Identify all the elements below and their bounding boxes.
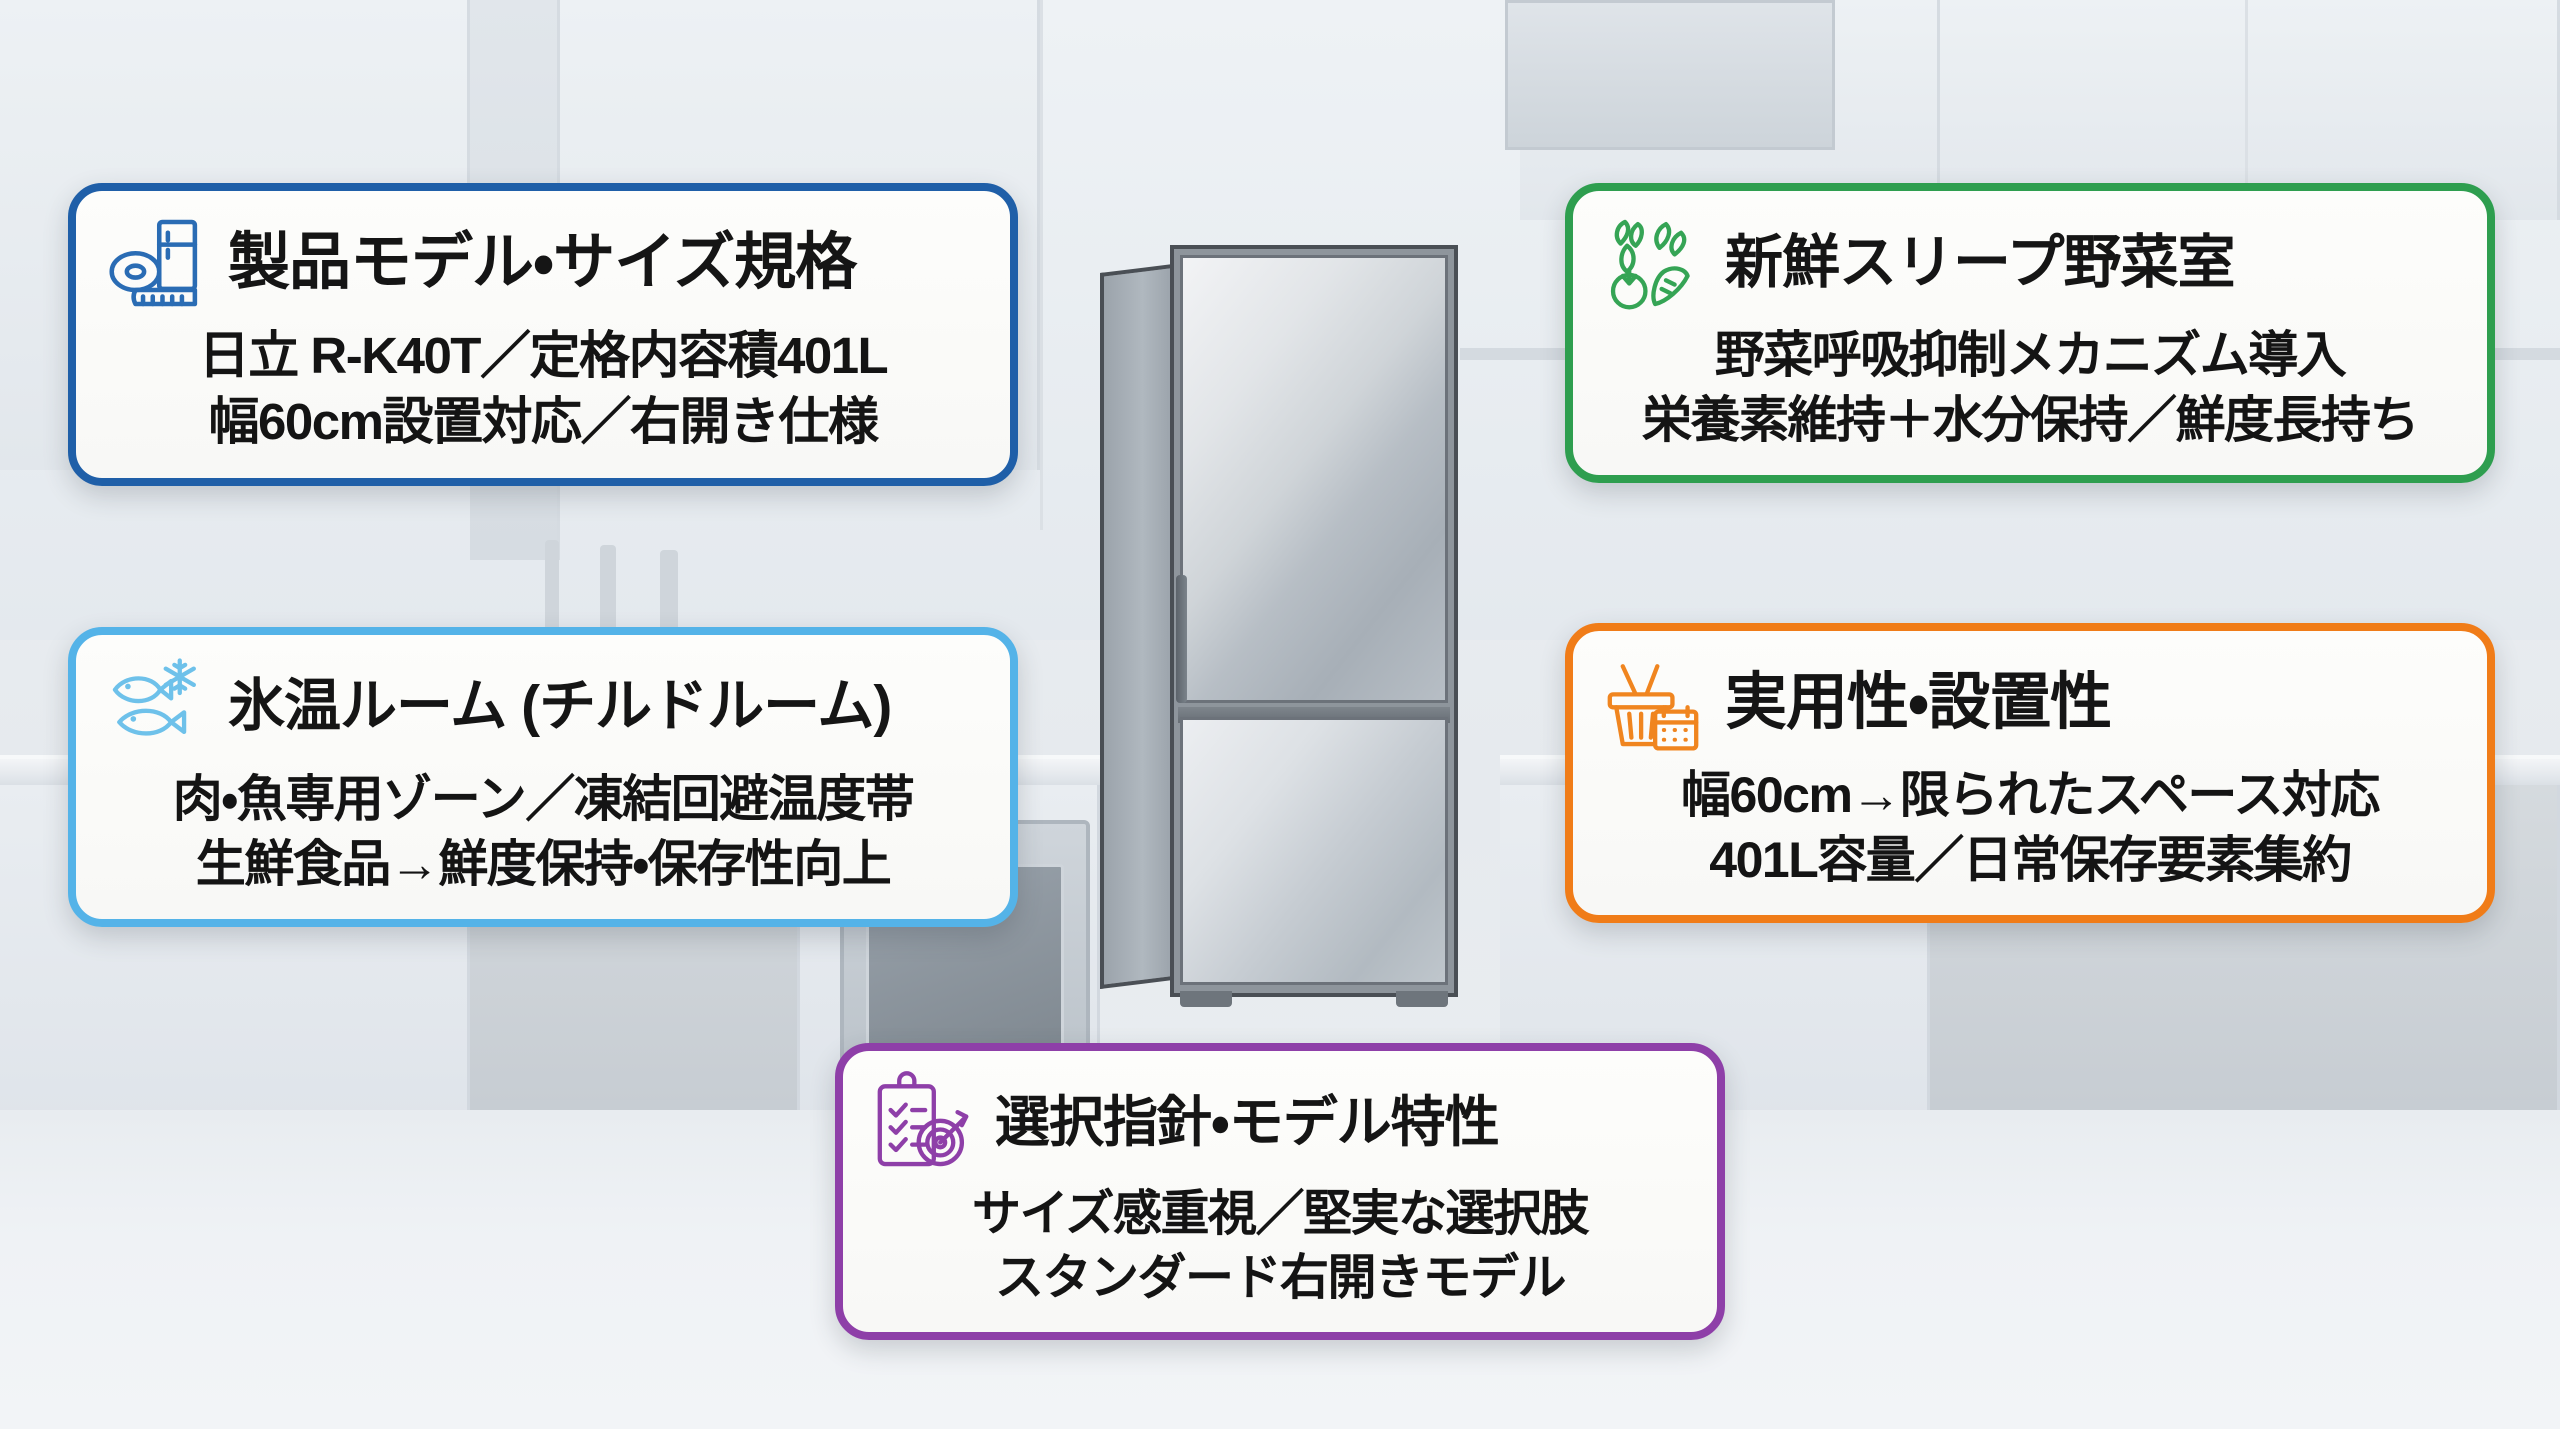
refrigerator-front (1170, 245, 1458, 1007)
card-body: 日立 R-K40T／定格内容積401L 幅60cm設置対応／右開き仕様 (102, 323, 984, 456)
card-line: スタンダード右開きモデル (994, 1250, 1567, 1305)
refrigerator-freezer-drawer (1180, 717, 1448, 985)
card-title: 氷温ルーム (チルドルーム) (228, 674, 892, 739)
vegetables-icon (1610, 219, 1690, 310)
card-body: 肉・魚専用ゾーン／凍結回避温度帯 生鮮食品→鮮度保持・保存性向上 (102, 767, 984, 897)
card-header: 製品モデル・サイズ規格 (102, 209, 984, 317)
refrigerator-foot-right (1396, 991, 1448, 1007)
card-line: 栄養素維持＋水分保持／鮮度長持ち (1642, 392, 2420, 448)
clipboard-target-icon (877, 1071, 969, 1167)
card-body: 野菜呼吸抑制メカニズム導入 栄養素維持＋水分保持／鮮度長持ち (1599, 323, 2461, 453)
card-header: 実用性・設置性 (1599, 649, 2461, 757)
card-selection-guide[interactable]: 選択指針・モデル特性 サイズ感重視／堅実な選択肢 スタンダード右開きモデル (835, 1043, 1725, 1341)
card-body: 幅60cm→限られたスペース対応 401L容量／日常保存要素集約 (1599, 763, 2461, 893)
card-product-spec[interactable]: 製品モデル・サイズ規格 日立 R-K40T／定格内容積401L 幅60cm設置対… (68, 183, 1018, 486)
card-line: サイズ感重視／堅実な選択肢 (971, 1187, 1590, 1241)
refrigerator-illustration (1100, 245, 1460, 1015)
cabinet-seam-1 (1040, 0, 1043, 530)
card-title: 製品モデル・サイズ規格 (228, 228, 857, 298)
card-title: 選択指針・モデル特性 (995, 1091, 1500, 1154)
card-line: 野菜呼吸抑制メカニズム導入 (1714, 327, 2347, 383)
card-title: 実用性・設置性 (1725, 668, 2112, 738)
range-hood (1505, 0, 1835, 150)
refrigerator-door-handle (1176, 575, 1187, 703)
basket-calendar-icon (1607, 664, 1699, 751)
measuring-tape-refrigerator-icon (109, 219, 198, 307)
card-line: 幅60cm設置対応／右開き仕様 (208, 393, 879, 451)
card-body: サイズ感重視／堅実な選択肢 スタンダード右開きモデル (869, 1183, 1691, 1310)
fish-snowflake-icon (112, 658, 196, 736)
refrigerator-side-panel (1100, 263, 1174, 989)
card-line: 幅60cm→限られたスペース対応 (1681, 767, 2380, 823)
card-utility[interactable]: 実用性・設置性 幅60cm→限られたスペース対応 401L容量／日常保存要素集約 (1565, 623, 2495, 923)
card-header: 新鮮スリープ野菜室 (1599, 209, 2461, 317)
card-line: 生鮮食品→鮮度保持・保存性向上 (195, 836, 892, 892)
card-line: 401L容量／日常保存要素集約 (1709, 832, 2352, 888)
card-vegetable-room[interactable]: 新鮮スリープ野菜室 野菜呼吸抑制メカニズム導入 栄養素維持＋水分保持／鮮度長持ち (1565, 183, 2495, 483)
refrigerator-upper-door (1180, 255, 1448, 703)
card-title: 新鮮スリープ野菜室 (1725, 229, 2236, 295)
card-header: 氷温ルーム (チルドルーム) (102, 653, 984, 761)
cabinet-seam-2 (2245, 0, 2248, 220)
card-header: 選択指針・モデル特性 (869, 1069, 1691, 1177)
card-chill-room[interactable]: 氷温ルーム (チルドルーム) 肉・魚専用ゾーン／凍結回避温度帯 生鮮食品→鮮度保… (68, 627, 1018, 927)
card-line: 日立 R-K40T／定格内容積401L (198, 327, 889, 384)
card-line: 肉・魚専用ゾーン／凍結回避温度帯 (172, 771, 915, 827)
refrigerator-foot-left (1180, 991, 1232, 1007)
